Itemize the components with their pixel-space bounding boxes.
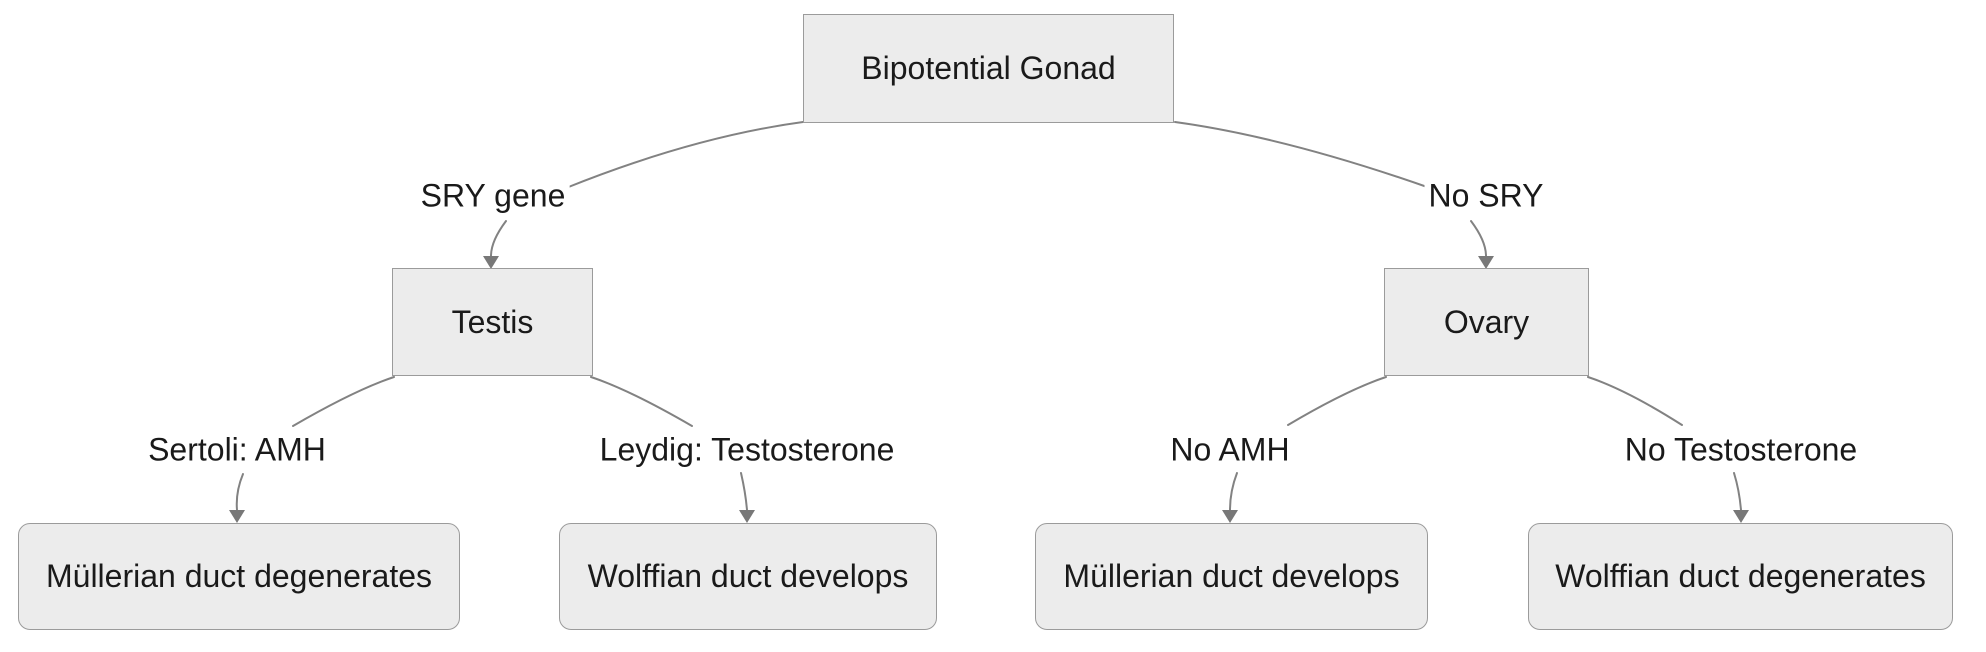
edge-testis-to-leydig-label — [590, 376, 693, 427]
node-wolffian-duct-develops: Wolffian duct develops — [559, 523, 937, 630]
edge-sry-label-to-testis — [490, 220, 507, 257]
node-wolffian-duct-develops-label: Wolffian duct develops — [587, 558, 909, 594]
edge-label-no-sry: No SRY — [1424, 177, 1548, 215]
node-mullerian-duct-develops: Müllerian duct develops — [1035, 523, 1428, 630]
arrowhead-ovary — [1478, 256, 1494, 269]
node-wolffian-duct-degenerates-label: Wolffian duct degenerates — [1555, 558, 1926, 594]
arrowhead-wolffian-develops — [739, 510, 755, 523]
edge-sertoli-label-to-mullerian-degenerates — [235, 473, 244, 511]
node-testis: Testis — [392, 268, 593, 376]
node-ovary-label: Ovary — [1443, 303, 1530, 340]
edge-bipotential-to-sry-label — [565, 121, 804, 189]
arrowhead-mullerian-develops — [1222, 510, 1238, 523]
node-ovary: Ovary — [1384, 268, 1589, 376]
edge-label-sertoli-amh: Sertoli: AMH — [144, 431, 330, 469]
node-bipotential-gonad: Bipotential Gonad — [803, 14, 1174, 123]
node-mullerian-duct-degenerates: Müllerian duct degenerates — [18, 523, 460, 630]
edge-no-sry-label-to-ovary — [1470, 220, 1487, 257]
edge-label-sry-gene: SRY gene — [416, 177, 570, 215]
node-mullerian-duct-develops-label: Müllerian duct develops — [1063, 558, 1400, 594]
edge-label-no-testosterone: No Testosterone — [1620, 431, 1862, 469]
edge-testis-to-sertoli-label — [292, 376, 395, 427]
arrowhead-testis — [483, 256, 499, 269]
edge-ovary-to-no-testosterone-label — [1587, 376, 1683, 426]
node-mullerian-duct-degenerates-label: Müllerian duct degenerates — [45, 558, 432, 594]
edge-no-amh-label-to-mullerian-develops — [1229, 472, 1238, 511]
edge-ovary-to-no-amh-label — [1287, 376, 1387, 426]
node-bipotential-gonad-label: Bipotential Gonad — [861, 50, 1116, 86]
edge-leydig-label-to-wolffian-develops — [740, 472, 748, 511]
edge-label-no-amh: No AMH — [1166, 431, 1294, 469]
edge-label-leydig-testosterone: Leydig: Testosterone — [595, 431, 899, 469]
arrowhead-wolffian-degenerates — [1733, 510, 1749, 523]
node-testis-label: Testis — [451, 303, 534, 340]
edge-no-testosterone-label-to-wolffian-degenerates — [1733, 472, 1742, 511]
edge-bipotential-to-no-sry-label — [1174, 121, 1431, 189]
arrowhead-mullerian-degenerates — [229, 510, 245, 523]
node-wolffian-duct-degenerates: Wolffian duct degenerates — [1528, 523, 1953, 630]
